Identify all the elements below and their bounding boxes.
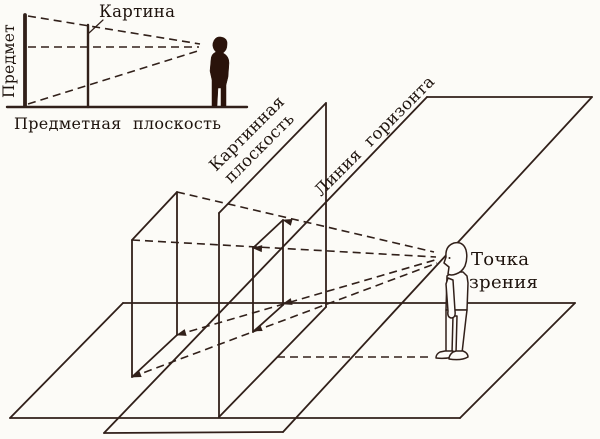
person-head <box>443 241 468 276</box>
sight-ray <box>27 49 202 105</box>
diagram-edge <box>459 302 576 419</box>
ray-arrowhead <box>252 324 263 332</box>
sight-ray <box>176 191 435 253</box>
diagram-edge <box>131 191 178 241</box>
ray-arrowhead <box>176 329 187 336</box>
diagram-edge <box>218 102 327 214</box>
sight-ray <box>176 259 436 336</box>
label-kartina: Картина <box>99 2 175 21</box>
solid-lines-layer <box>5 13 593 434</box>
svg-text:Точка: Точка <box>471 249 529 270</box>
sight-ray <box>131 262 438 378</box>
diagram-edge <box>9 302 124 419</box>
ray-arrowhead <box>282 218 293 226</box>
ray-arrowhead <box>131 370 142 378</box>
label-object-plane: Предметная плоскость <box>14 114 221 133</box>
diagram-edge <box>282 96 593 433</box>
dashed-rays-layer <box>27 15 438 378</box>
person-arm <box>445 277 456 319</box>
sight-ray <box>131 239 437 258</box>
person-back-shoe <box>448 350 469 361</box>
diagram-edge <box>218 306 327 418</box>
diagram-edge <box>103 431 284 434</box>
viewpoint-person <box>435 241 469 361</box>
svg-text:зрения: зрения <box>469 272 538 293</box>
diagram-edge <box>131 334 178 378</box>
sight-ray <box>27 15 201 45</box>
diagram-edge <box>103 96 428 434</box>
diagram-edge <box>252 219 284 249</box>
ray-arrowheads-layer <box>131 218 293 378</box>
label-predmet: Предмет <box>0 24 18 98</box>
label-viewpoint: Точка зрения <box>469 249 538 293</box>
label-horizon-line: Линия горизонта <box>310 72 438 200</box>
person-eye <box>448 257 451 259</box>
ray-arrowhead <box>252 245 263 253</box>
ray-arrowhead <box>282 298 293 305</box>
observer-silhouette <box>209 36 230 107</box>
